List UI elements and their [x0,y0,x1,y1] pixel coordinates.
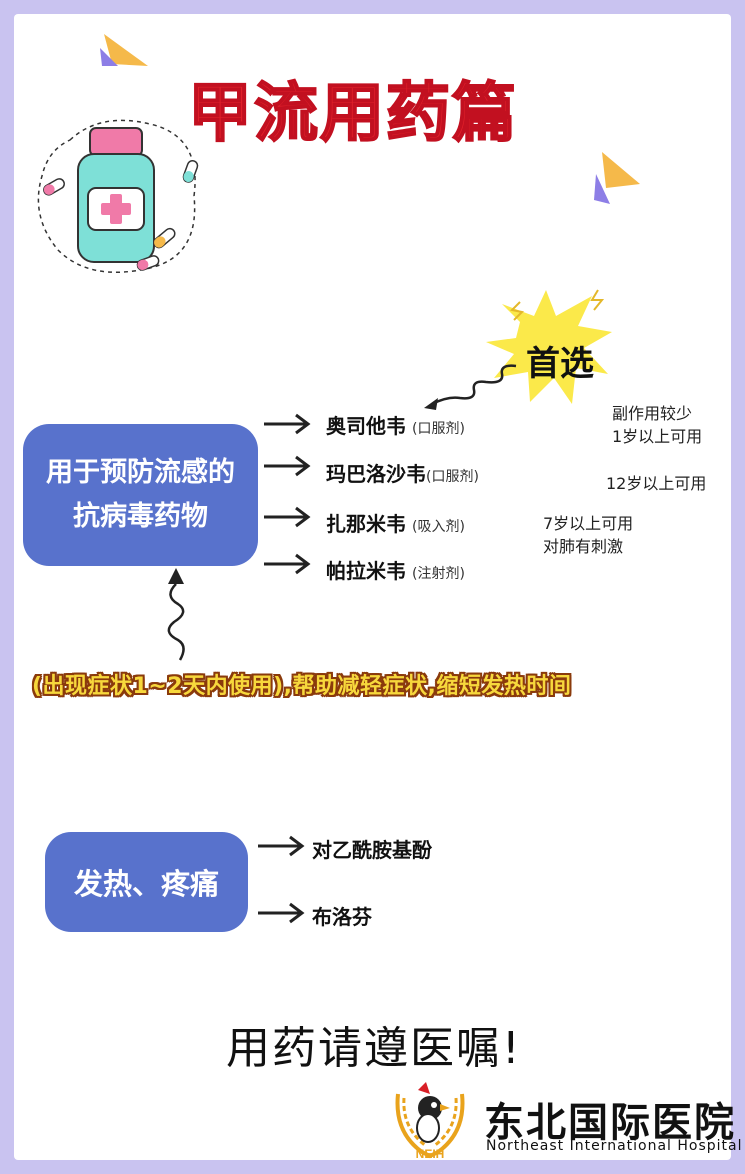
arrow-right-icon [264,413,311,435]
medicine-bottle-icon [37,119,199,273]
note-line: 对肺有刺激 [543,537,624,556]
note-line: 副作用较少 [612,404,693,423]
usage-timing-note: (出现症状1~2天内使用),帮助减轻症状,缩短发热时间 [32,674,572,699]
drug-name: 帕拉米韦 [326,559,406,583]
drug-form: (吸入剂) [412,519,465,535]
drug-form: (口服剂) [412,421,465,437]
note-oseltamivir: 副作用较少 1岁以上可用 [612,402,702,448]
hospital-name-en: Northeast International Hospital [486,1138,743,1154]
drug-form: (口服剂) [426,469,479,485]
hospital-logo-text: NEIH [416,1147,445,1160]
arrow-right-icon [258,902,305,924]
hospital-logo-icon: NEIH [395,1082,465,1160]
arrow-right-icon [264,506,311,528]
first-choice-label: 首选 [526,344,594,384]
burst-highlight-icon [486,289,612,404]
triangle-decoration-icon [100,34,148,66]
note-zanamivir: 7岁以上可用 对肺有刺激 [543,512,633,558]
squiggle-arrow-up-icon [167,568,185,661]
drug-form: (注射剂) [412,566,465,582]
squiggle-arrow-icon [424,364,517,410]
drug-name: 扎那米韦 [326,512,406,536]
drug-name: 玛巴洛沙韦 [326,462,426,486]
drug-zanamivir: 扎那米韦 (吸入剂) [326,508,465,537]
page-title: 甲流用药篇 [187,76,518,152]
medical-advice-text: 用药请遵医嘱! [226,1023,522,1074]
antiviral-category-box: 用于预防流感的抗病毒药物 [23,424,258,566]
arrow-right-icon [264,455,311,477]
drug-acetaminophen: 对乙酰胺基酚 [312,838,432,862]
drug-peramivir: 帕拉米韦 (注射剂) [326,555,465,584]
note-line: 1岁以上可用 [612,427,703,446]
drug-ibuprofen: 布洛芬 [312,905,372,929]
arrow-right-icon [264,553,311,575]
drug-baloxavir: 玛巴洛沙韦(口服剂) [326,458,479,487]
triangle-decoration-icon [594,152,640,204]
drug-oseltamivir: 奥司他韦 (口服剂) [326,410,465,439]
drug-name: 奥司他韦 [326,414,406,438]
note-line: 7岁以上可用 [543,514,634,533]
arrow-right-icon [258,835,305,857]
fever-pain-category-box: 发热、疼痛 [45,832,248,932]
note-baloxavir: 12岁以上可用 [606,474,707,493]
hospital-name-cn: 东北国际医院 [484,1100,736,1146]
